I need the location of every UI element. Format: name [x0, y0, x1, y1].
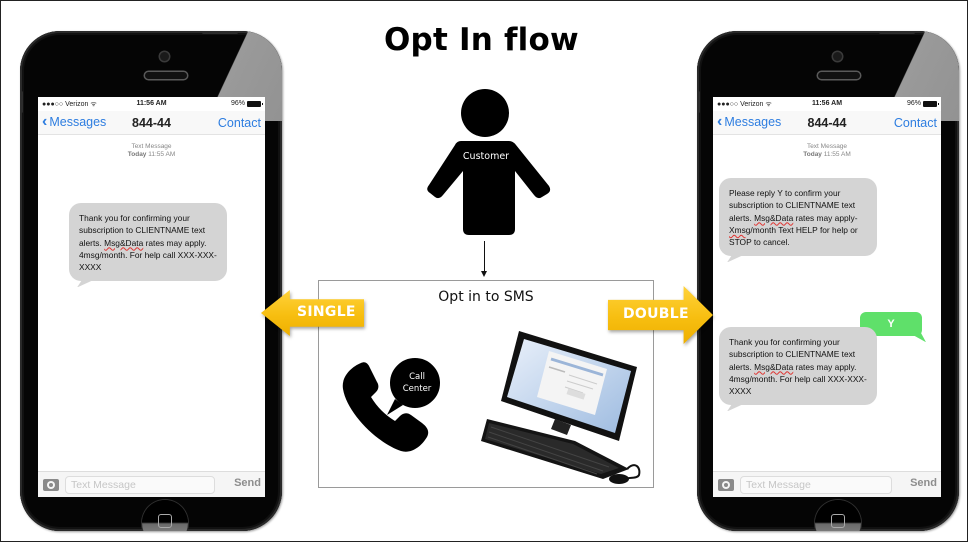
contact-button[interactable]: Contact [893, 116, 937, 130]
right-phone: ●●●○○ Verizon ᯤ 11:56 AM 96% ‹ Messages … [697, 31, 959, 531]
desktop-computer-icon [481, 331, 641, 484]
received-message-bubble: Thank you for confirming your subscripti… [719, 327, 877, 406]
text-message-input[interactable]: Text Message [740, 476, 892, 494]
battery-status: 96% [906, 100, 939, 107]
status-bar: ●●●○○ Verizon ᯤ 11:56 AM 96% [38, 97, 265, 111]
timestamp-day: Today [803, 151, 822, 158]
back-to-messages-button[interactable]: ‹ Messages [717, 113, 782, 130]
contact-button[interactable]: Contact [217, 116, 261, 130]
message-timestamp: Text Message Today 11:55 AM [38, 143, 265, 159]
send-button[interactable]: Send [910, 477, 937, 489]
single-label: SINGLE [297, 304, 356, 320]
battery-icon [247, 100, 263, 107]
power-button [879, 31, 915, 34]
message-input-bar: Text Message Send [38, 471, 265, 497]
double-label: DOUBLE [623, 306, 689, 322]
text-message-input[interactable]: Text Message [65, 476, 215, 494]
carrier-signal: ●●●○○ Verizon ᯤ [717, 101, 772, 108]
left-phone: ●●●○○ Verizon ᯤ 11:56 AM 96% ‹ Messages … [20, 31, 282, 531]
messages-nav-bar: ‹ Messages 844-44 Contact [713, 111, 941, 135]
timestamp-time: 11:55 AM [823, 151, 851, 158]
chevron-left-icon: ‹ [717, 113, 723, 130]
timestamp-label: Text Message [131, 143, 172, 150]
back-to-messages-button[interactable]: ‹ Messages [42, 113, 107, 130]
customer-label: Customer [462, 151, 510, 162]
volume-button [697, 91, 700, 113]
timestamp-label: Text Message [806, 143, 848, 150]
status-time: 11:56 AM [811, 100, 843, 107]
spellcheck-underline: Msg&Data [754, 212, 794, 223]
battery-status: 96% [230, 100, 263, 107]
battery-percent: 96% [906, 100, 921, 107]
camera-icon[interactable] [43, 479, 59, 491]
send-button[interactable]: Send [234, 477, 261, 489]
front-camera-icon [160, 52, 169, 61]
conversation-title: 844-44 [807, 116, 847, 130]
double-opt-in-arrow: DOUBLE [608, 286, 713, 344]
status-bar: ●●●○○ Verizon ᯤ 11:56 AM 96% [713, 97, 941, 111]
single-opt-in-arrow: SINGLE [261, 290, 364, 336]
phone-screen: ●●●○○ Verizon ᯤ 11:56 AM 96% ‹ Messages … [38, 97, 265, 497]
back-label: Messages [49, 115, 107, 129]
chevron-left-icon: ‹ [42, 113, 48, 130]
status-time: 11:56 AM [136, 100, 167, 107]
front-camera-icon [833, 52, 842, 61]
battery-icon [923, 100, 939, 107]
battery-percent: 96% [230, 100, 245, 107]
phone-handset-speech-icon [342, 356, 442, 452]
person-icon [427, 89, 551, 235]
carrier-signal: ●●●○○ Verizon ᯤ [42, 101, 97, 108]
opt-in-heading: Opt in to SMS [438, 289, 534, 305]
message-timestamp: Text Message Today 11:55 AM [713, 143, 941, 159]
received-message-bubble: Thank you for confirming your subscripti… [69, 203, 227, 282]
spellcheck-underline: Msg&Data [754, 361, 794, 372]
opt-in-sms-box: Opt in to SMS Call Center [318, 280, 654, 488]
power-button [202, 31, 238, 34]
timestamp-day: Today [127, 151, 147, 158]
call-center-channel: Call Center [337, 351, 447, 461]
home-square-icon [158, 514, 172, 528]
call-center-label: Call Center [402, 372, 432, 394]
speaker-grille [818, 72, 860, 79]
customer-figure: Customer [411, 89, 561, 239]
conversation-title: 844-44 [132, 116, 171, 130]
speaker-grille [145, 72, 187, 79]
back-label: Messages [724, 115, 782, 129]
spellcheck-underline: Xmsg [729, 224, 751, 235]
message-input-bar: Text Message Send [713, 471, 941, 497]
received-message-bubble: Please reply Y to confirm your subscript… [719, 178, 877, 257]
home-button[interactable] [142, 500, 188, 531]
web-channel [479, 329, 649, 484]
phone-screen: ●●●○○ Verizon ᯤ 11:56 AM 96% ‹ Messages … [713, 97, 941, 497]
flow-arrow-down [481, 241, 487, 277]
volume-button [20, 91, 23, 113]
timestamp-time: 11:55 AM [148, 151, 176, 158]
page-title: Opt In flow [384, 22, 579, 58]
messages-nav-bar: ‹ Messages 844-44 Contact [38, 111, 265, 135]
camera-icon[interactable] [718, 479, 734, 491]
spellcheck-underline: Msg&Data [104, 237, 144, 248]
home-button[interactable] [815, 500, 861, 531]
home-square-icon [831, 514, 845, 528]
